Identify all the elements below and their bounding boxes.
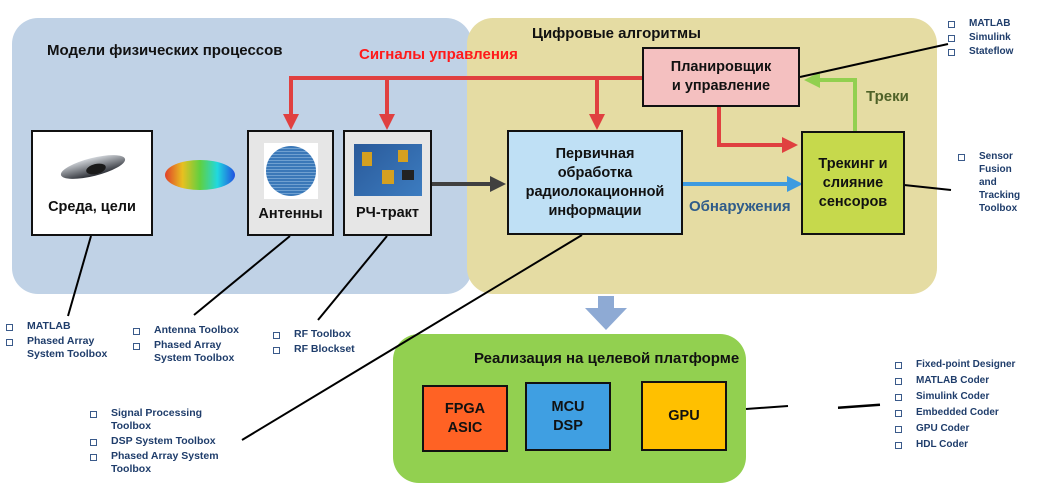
- tracks-arrow: [804, 72, 857, 131]
- bullet-icon: [6, 339, 13, 346]
- toolbox-item: RF Toolbox: [294, 328, 351, 340]
- toolbox-item: Signal Processing Toolbox: [111, 407, 203, 432]
- mcu-label-line: MCU: [551, 398, 585, 415]
- scheduler-label-line: Планировщик: [670, 59, 772, 75]
- bullet-icon: [958, 154, 965, 161]
- toolbox-list-rf: RF Toolbox RF Blockset: [273, 328, 383, 358]
- detections-label: Обнаружения: [689, 198, 791, 215]
- toolbox-item: MATLAB: [27, 320, 71, 332]
- beam-pattern-icon: [165, 160, 235, 190]
- toolbox-list-scheduler: MATLAB Simulink Stateflow: [948, 17, 1037, 60]
- toolbox-list-environment: MATLAB Phased Array System Toolbox: [6, 320, 126, 363]
- primary-processing-block[interactable]: Первичная обработка радиолокационной инф…: [507, 130, 683, 235]
- processing-label-line: Первичная: [555, 145, 635, 162]
- control-arrow-tracking: [717, 107, 798, 153]
- toolbox-item: MATLAB Coder: [916, 375, 990, 386]
- bullet-icon: [895, 426, 902, 433]
- environment-label: Среда, цели: [48, 198, 136, 215]
- processing-label-line: радиолокационной: [525, 183, 665, 200]
- bullet-icon: [948, 21, 955, 28]
- toolbox-list-tracking: Sensor Fusion and Tracking Toolbox: [958, 150, 1036, 217]
- processing-label-line: информации: [548, 202, 642, 219]
- toolbox-list-target: Fixed-point Designer MATLAB Coder Simuli…: [895, 358, 1037, 453]
- bullet-icon: [948, 35, 955, 42]
- toolbox-item: Fixed-point Designer: [916, 359, 1016, 370]
- toolbox-list-processing: Signal Processing Toolbox DSP System Too…: [90, 407, 240, 478]
- toolbox-item: MATLAB: [969, 18, 1011, 29]
- control-signals-label: Сигналы управления: [359, 46, 518, 63]
- toolbox-item: Simulink Coder: [916, 391, 990, 402]
- bullet-icon: [895, 394, 902, 401]
- toolbox-item: Antenna Toolbox: [154, 324, 239, 336]
- antennas-label: Антенны: [258, 205, 323, 222]
- gpu-block[interactable]: GPU: [641, 381, 727, 451]
- bullet-icon: [90, 439, 97, 446]
- digital-algorithms-title: Цифровые алгоритмы: [532, 25, 701, 42]
- target-platform-title: Реализация на целевой платформе: [474, 350, 740, 367]
- bullet-icon: [90, 454, 97, 461]
- tracks-label: Треки: [866, 88, 909, 105]
- toolbox-item: Simulink: [969, 32, 1011, 43]
- bullet-icon: [273, 347, 280, 354]
- environment-block[interactable]: Среда, цели: [31, 130, 153, 236]
- fpga-label-line: ASIC: [447, 419, 483, 436]
- tracking-label-line: сенсоров: [818, 193, 888, 210]
- toolbox-item: Sensor Fusion and Tracking Toolbox: [979, 151, 1021, 214]
- fpga-asic-block[interactable]: FPGA ASIC: [422, 385, 508, 452]
- rf-chain-label: РЧ-тракт: [355, 204, 420, 221]
- bullet-icon: [895, 410, 902, 417]
- scheduler-label-line: и управление: [671, 78, 771, 94]
- control-arrow-main: [283, 76, 642, 130]
- bullet-icon: [133, 343, 140, 350]
- bullet-icon: [6, 324, 13, 331]
- physical-models-title: Модели физических процессов: [47, 42, 283, 59]
- toolbox-item: DSP System Toolbox: [111, 435, 216, 447]
- ufo-icon: [56, 149, 128, 186]
- rf-board-icon: [353, 143, 422, 196]
- bullet-icon: [948, 49, 955, 56]
- rf-chain-block[interactable]: РЧ-тракт: [343, 130, 432, 236]
- antennas-block[interactable]: Антенны: [247, 130, 334, 236]
- toolbox-item: Phased Array System Toolbox: [111, 450, 219, 475]
- mcu-dsp-block[interactable]: MCU DSP: [525, 382, 611, 451]
- toolbox-item: Phased Array System Toolbox: [27, 335, 108, 360]
- toolbox-item: RF Blockset: [294, 343, 355, 355]
- bullet-icon: [133, 328, 140, 335]
- antenna-array-icon: [263, 142, 318, 199]
- bullet-icon: [273, 332, 280, 339]
- bullet-icon: [90, 411, 97, 418]
- toolbox-list-antennas: Antenna Toolbox Phased Array System Tool…: [133, 324, 258, 367]
- gpu-label: GPU: [668, 407, 700, 424]
- toolbox-item: GPU Coder: [916, 423, 970, 434]
- tracking-block[interactable]: Трекинг и слияние сенсоров: [801, 131, 905, 235]
- tracking-label-line: Трекинг и: [818, 155, 888, 172]
- scheduler-block[interactable]: Планировщик и управление: [642, 47, 800, 107]
- mcu-label-line: DSP: [553, 417, 583, 434]
- implementation-arrow: [585, 296, 627, 330]
- processing-label-line: обработка: [557, 164, 633, 181]
- toolbox-item: Embedded Coder: [916, 407, 999, 418]
- tracking-label-line: слияние: [822, 174, 884, 191]
- toolbox-item: HDL Coder: [916, 439, 969, 450]
- toolbox-item: Phased Array System Toolbox: [154, 339, 235, 364]
- bullet-icon: [895, 378, 902, 385]
- bullet-icon: [895, 362, 902, 369]
- toolbox-item: Stateflow: [969, 46, 1014, 57]
- bullet-icon: [895, 442, 902, 449]
- fpga-label-line: FPGA: [444, 400, 486, 417]
